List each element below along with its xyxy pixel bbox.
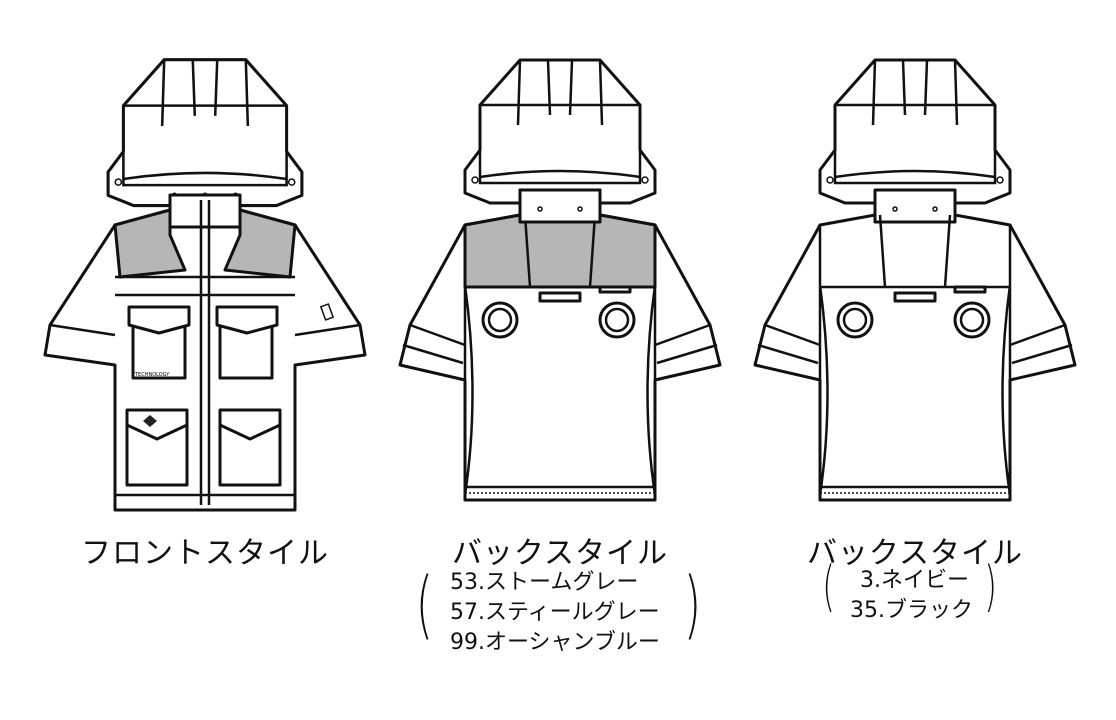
front-style-label: フロントスタイル xyxy=(81,536,329,571)
back-style-label-b: バックスタイル xyxy=(806,536,1024,571)
logo-text: TECHNOLOGY xyxy=(134,372,170,378)
color-option: 53.ストームグレー xyxy=(450,570,639,595)
back-jacket-plain xyxy=(753,58,1077,502)
open-paren-b: ( xyxy=(822,555,835,618)
color-list-b: 3.ネイビー 35.ブラック xyxy=(850,566,973,626)
front-jacket-drawing: TECHNOLOGY xyxy=(43,58,367,512)
open-paren-a: ( xyxy=(415,562,434,648)
color-list-a: 53.ストームグレー 57.スティールグレー 99.オーシャンブルー xyxy=(450,568,660,658)
close-paren-a: ) xyxy=(683,562,702,648)
back-jacket-gray-yoke xyxy=(398,58,722,502)
color-option: 3.ネイビー xyxy=(860,568,969,593)
close-paren-b: ) xyxy=(984,555,997,618)
color-option: 57.スティールグレー xyxy=(450,600,660,625)
back-style-label-a: バックスタイル xyxy=(451,536,669,571)
color-option: 99.オーシャンブルー xyxy=(450,630,660,655)
color-option: 35.ブラック xyxy=(850,598,973,623)
